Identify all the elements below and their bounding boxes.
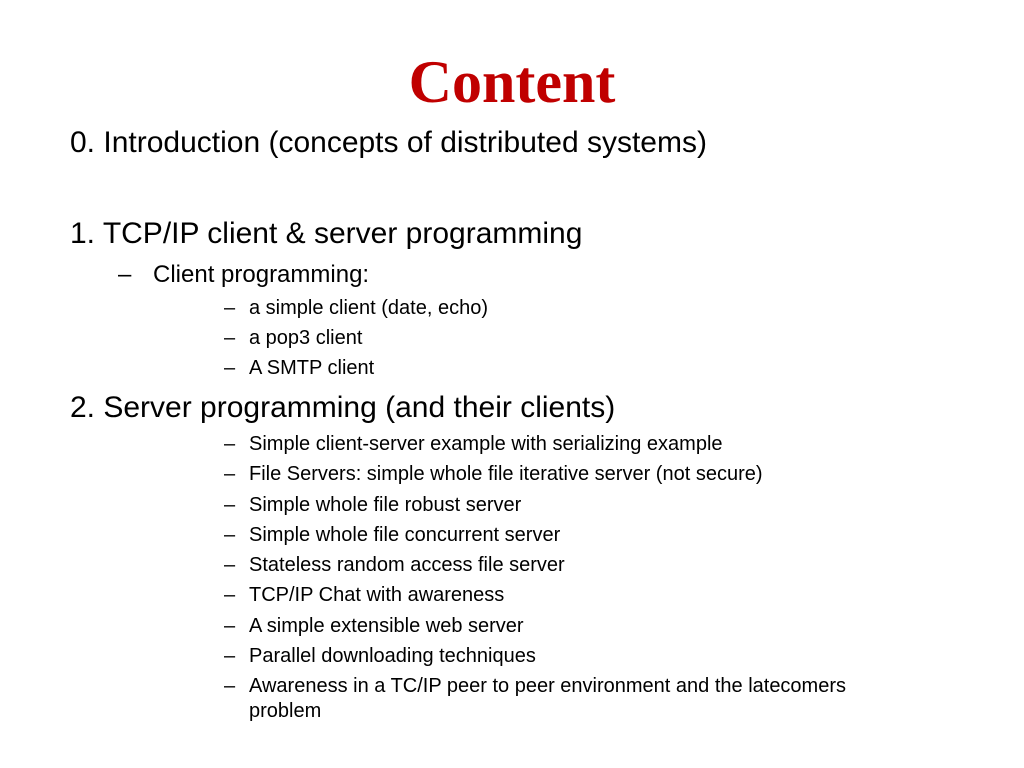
- intro-heading: 0. Introduction (concepts of distributed…: [70, 126, 707, 159]
- bullet-dash: –: [224, 463, 236, 485]
- bullet-dash: –: [118, 261, 132, 288]
- tcpip-heading: 1. TCP/IP client & server programming: [70, 217, 583, 250]
- list-item: File Servers: simple whole file iterativ…: [249, 463, 763, 485]
- server-heading: 2. Server programming (and their clients…: [70, 391, 616, 424]
- bullet-dash: –: [224, 645, 236, 667]
- bullet-dash: –: [224, 494, 236, 516]
- bullet-dash: –: [224, 524, 236, 546]
- list-item: a pop3 client: [249, 327, 363, 349]
- list-item: Simple whole file robust server: [249, 494, 522, 516]
- bullet-dash: –: [224, 615, 236, 637]
- list-item: Stateless random access file server: [249, 554, 565, 576]
- bullet-dash: –: [224, 297, 236, 319]
- list-item: Simple whole file concurrent server: [249, 524, 561, 546]
- bullet-dash: –: [224, 675, 236, 697]
- bullet-dash: –: [224, 433, 236, 455]
- list-item: Awareness in a TC/IP peer to peer enviro…: [249, 675, 847, 697]
- list-item: TCP/IP Chat with awareness: [249, 584, 505, 606]
- list-item: a simple client (date, echo): [249, 297, 489, 319]
- list-item: A simple extensible web server: [249, 615, 524, 637]
- bullet-dash: –: [224, 584, 236, 606]
- list-item: Parallel downloading techniques: [249, 645, 536, 667]
- list-item-continuation: problem: [249, 700, 322, 722]
- bullet-dash: –: [224, 357, 236, 379]
- bullet-dash: –: [224, 554, 236, 576]
- slide-title: Content: [408, 49, 616, 115]
- list-item: A SMTP client: [249, 357, 375, 379]
- client-programming-subheading: Client programming:: [153, 261, 370, 288]
- bullet-dash: –: [224, 327, 236, 349]
- list-item: Simple client-server example with serial…: [249, 433, 723, 455]
